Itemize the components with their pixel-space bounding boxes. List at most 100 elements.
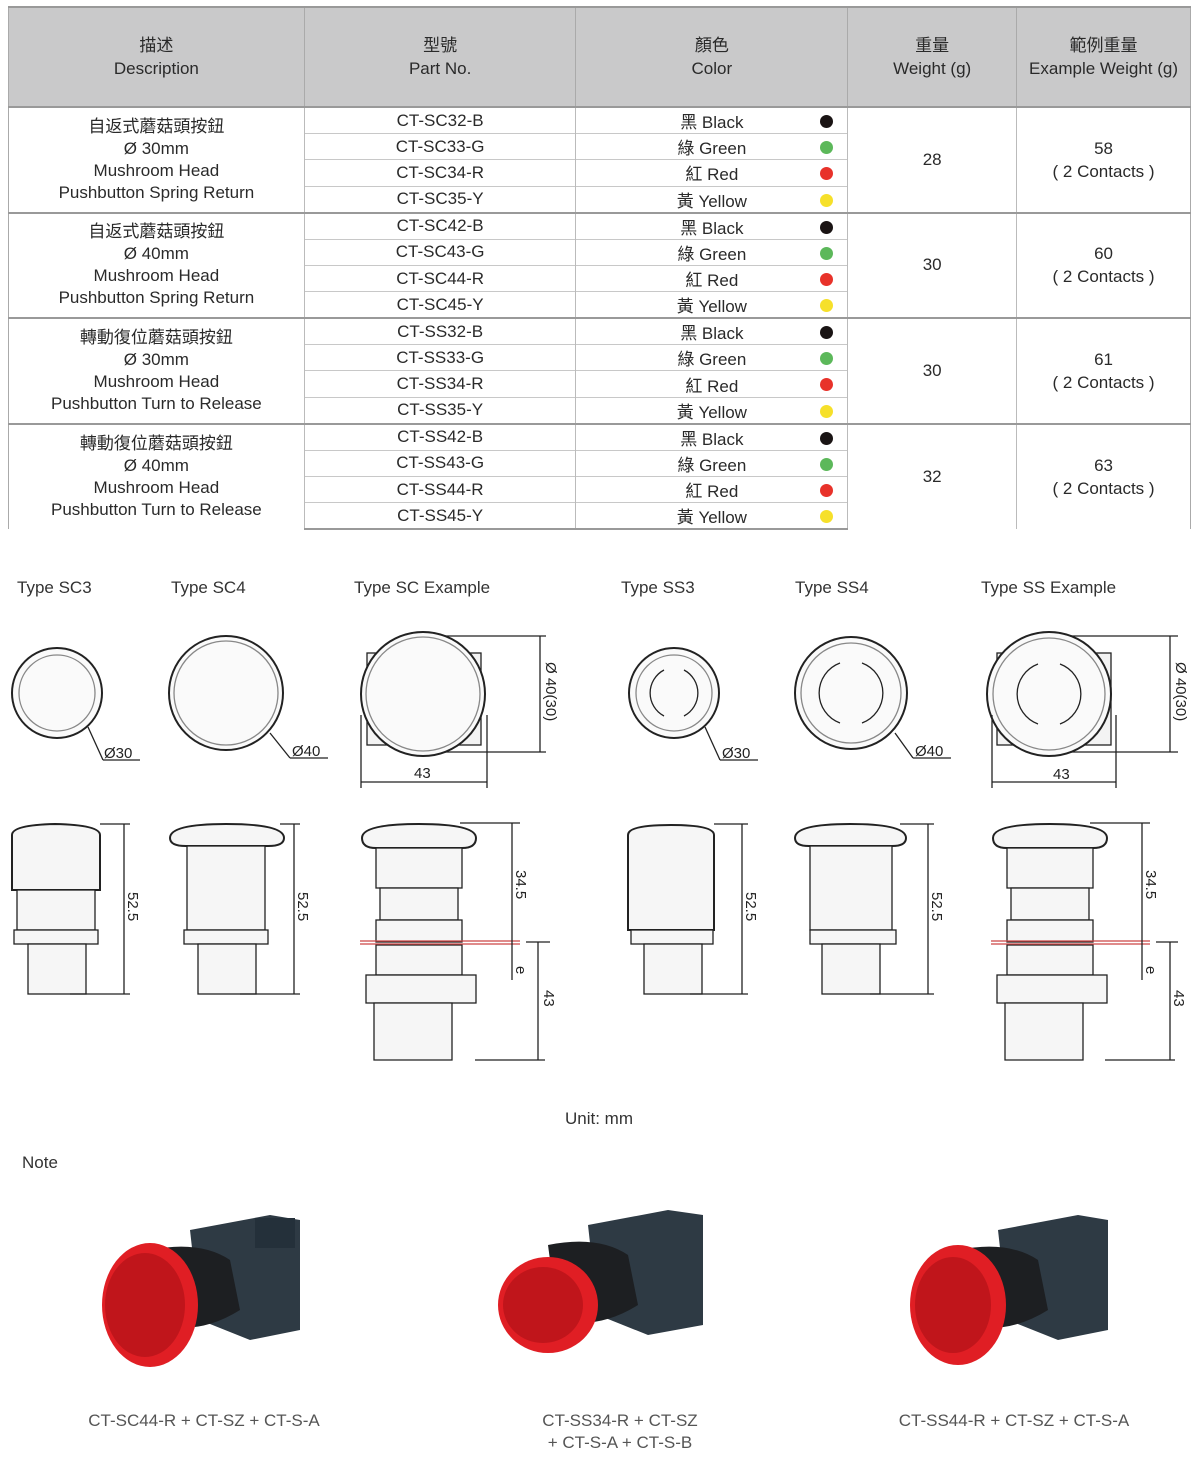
part-number: CT-SC34-R xyxy=(303,159,576,187)
svg-text:52.5: 52.5 xyxy=(928,892,945,921)
example-note: ( 2 Contacts ) xyxy=(1052,372,1155,392)
table-row: CT-SS45-Y 黃 Yellow xyxy=(9,502,1191,531)
svg-text:e: e xyxy=(512,966,529,974)
example-weight-cell: 60 ( 2 Contacts ) xyxy=(1016,211,1191,319)
color-label: 黑 Black xyxy=(680,429,744,449)
color-cell: 綠 Green xyxy=(575,344,848,371)
description-line: Mushroom Head xyxy=(93,478,220,498)
color-cell: 黃 Yellow xyxy=(575,502,848,531)
color-dot-icon xyxy=(820,141,834,154)
title-sc-example: Type SC Example xyxy=(354,578,491,597)
title-sc4: Type SC4 xyxy=(171,578,246,597)
weight-cell: 30 xyxy=(847,317,1017,424)
part-number: CT-SS33-G xyxy=(303,344,576,371)
header-zh: 重量 xyxy=(915,36,950,55)
color-cell: 紅 Red xyxy=(575,159,848,187)
color-dot-icon xyxy=(820,115,834,128)
example-note: ( 2 Contacts ) xyxy=(1052,161,1155,181)
header-zh: 型號 xyxy=(423,36,458,55)
example-weight: 60 xyxy=(1094,244,1113,264)
part-number: CT-SC33-G xyxy=(303,132,576,160)
example-photos xyxy=(102,1210,1108,1367)
color-dot-icon xyxy=(820,352,834,366)
sc-example-side-view: 34.5 e 43 xyxy=(360,822,557,1061)
color-label: 紅 Red xyxy=(685,376,739,396)
ss4-top-view: Ø40 xyxy=(794,636,951,760)
part-number: CT-SC45-Y xyxy=(303,291,576,319)
svg-text:43: 43 xyxy=(540,990,557,1007)
pushbutton-photo-2 xyxy=(498,1210,703,1353)
svg-text:Ø40: Ø40 xyxy=(915,743,943,760)
title-ss3: Type SS3 xyxy=(621,578,695,597)
header-zh: 描述 xyxy=(139,36,174,55)
description-line: Ø 40mm xyxy=(123,244,189,264)
color-cell: 黑 Black xyxy=(575,317,848,345)
part-number: CT-SS35-Y xyxy=(303,396,576,424)
example-weight-cell: 63( 2 Contacts ) xyxy=(1016,422,1191,530)
title-sc3: Type SC3 xyxy=(17,578,92,597)
color-label: 紅 Red xyxy=(685,165,739,185)
part-number: CT-SC35-Y xyxy=(303,185,576,213)
pushbutton-photo-3 xyxy=(910,1215,1108,1365)
part-number: CT-SC42-B xyxy=(303,211,576,240)
ss-example-side-view: 34.5 e 43 xyxy=(991,822,1187,1061)
color-dot-icon xyxy=(820,246,834,260)
color-dot-icon xyxy=(820,220,834,234)
description-line: 轉動復位蘑菇頭按鈕 xyxy=(79,434,233,454)
svg-text:52.5: 52.5 xyxy=(742,892,759,921)
header-en: Weight (g) xyxy=(893,59,972,78)
svg-text:52.5: 52.5 xyxy=(294,892,311,921)
color-cell: 黃 Yellow xyxy=(575,291,848,319)
sc4-top-view: Ø40 xyxy=(168,635,328,760)
color-dot-icon xyxy=(820,193,834,207)
color-label: 黑 Black xyxy=(680,218,744,238)
header-en: Description xyxy=(113,59,199,78)
description-line: Pushbutton Turn to Release xyxy=(51,500,262,520)
part-number: CT-SS45-Y xyxy=(303,502,576,531)
svg-text:e: e xyxy=(1142,966,1159,974)
description-line: Pushbutton Spring Return xyxy=(58,288,255,308)
weight-cell: 32 xyxy=(847,422,1017,530)
color-dot-icon xyxy=(820,510,834,524)
color-label: 黃 Yellow xyxy=(676,402,747,422)
description-line: Pushbutton Spring Return xyxy=(58,182,255,202)
description-line: Ø 30mm xyxy=(123,349,189,369)
header-en: Color xyxy=(691,59,733,78)
color-cell: 綠 Green xyxy=(575,238,848,266)
svg-text:34.5: 34.5 xyxy=(512,870,529,899)
svg-text:43: 43 xyxy=(1053,766,1070,783)
color-label: 黃 Yellow xyxy=(676,508,747,528)
header-zh: 範例重量 xyxy=(1069,36,1138,55)
sc-example-top-view: 43 Ø 40(30) xyxy=(360,631,559,788)
description-line: 自返式蘑菇頭按鈕 xyxy=(88,116,225,136)
description-line: 轉動復位蘑菇頭按鈕 xyxy=(79,327,233,347)
color-label: 黑 Black xyxy=(680,324,744,344)
part-number: CT-SS42-B xyxy=(303,422,576,451)
description-line: Mushroom Head xyxy=(93,371,220,391)
description-line: Mushroom Head xyxy=(93,266,220,286)
weight-cell: 28 xyxy=(847,106,1017,213)
color-dot-icon xyxy=(820,484,834,498)
ss4-side-view: 52.5 xyxy=(793,822,945,995)
example-weight: 58 xyxy=(1094,138,1113,158)
example-note: ( 2 Contacts ) xyxy=(1052,267,1155,287)
note-title: Note xyxy=(22,1153,58,1172)
color-cell: 紅 Red xyxy=(575,370,848,398)
color-label: 綠 Green xyxy=(677,244,747,264)
color-dot-icon xyxy=(820,378,834,392)
sc3-side-view: 52.5 xyxy=(11,822,141,995)
description-line: Ø 30mm xyxy=(123,138,189,158)
color-dot-icon xyxy=(820,167,834,181)
color-cell: 黑 Black xyxy=(575,211,848,240)
color-label: 綠 Green xyxy=(677,455,747,475)
description-line: Pushbutton Turn to Release xyxy=(51,393,262,413)
svg-text:Ø30: Ø30 xyxy=(104,745,132,762)
